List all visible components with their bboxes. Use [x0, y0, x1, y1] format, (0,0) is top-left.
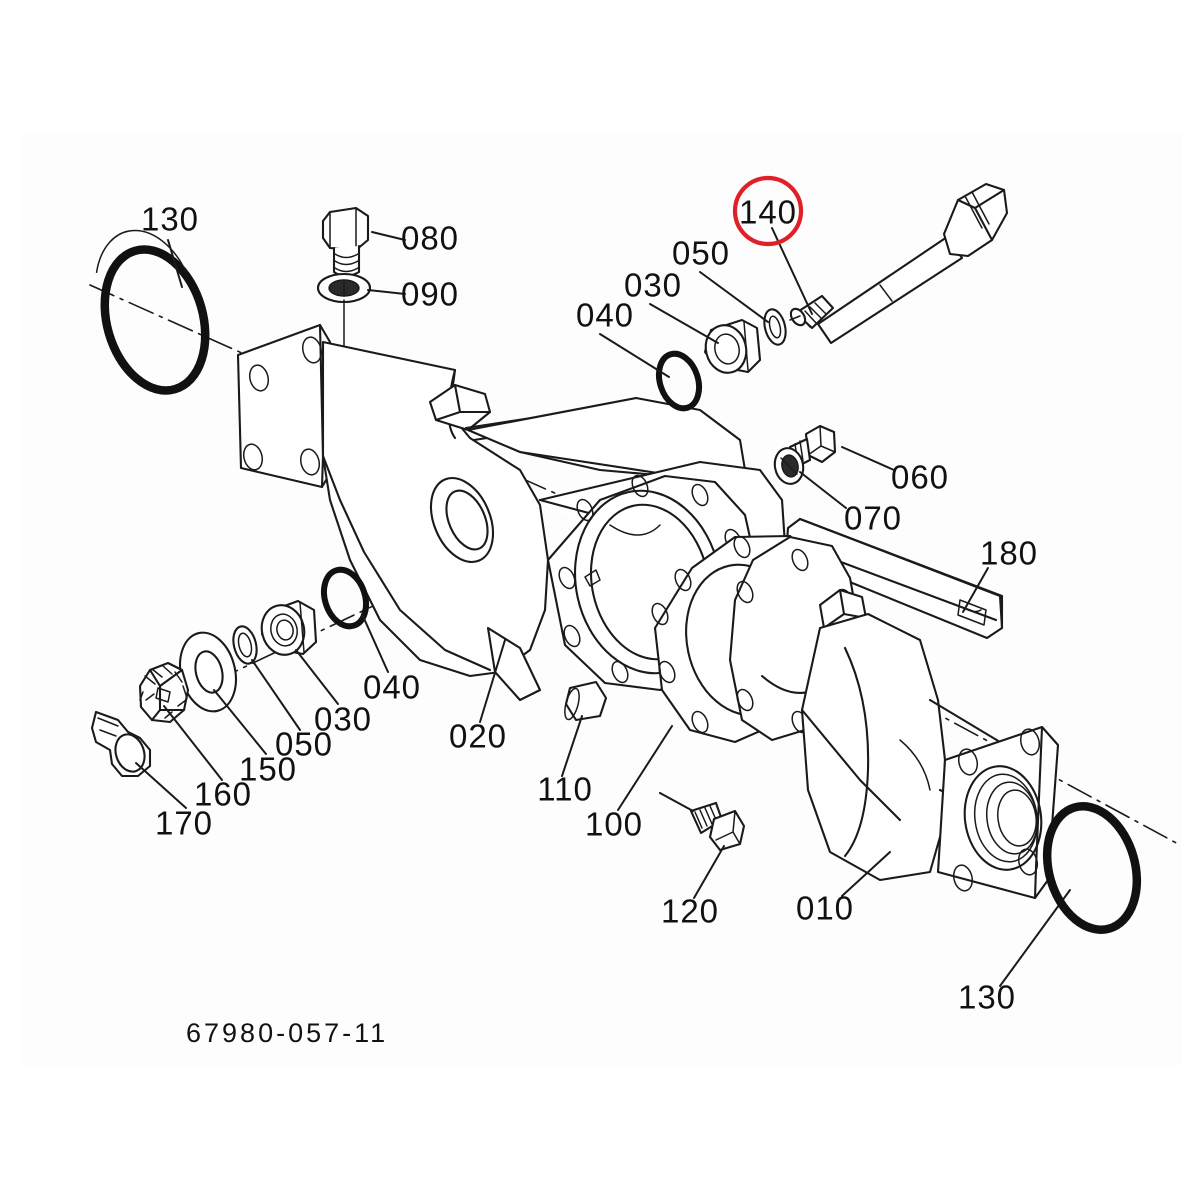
part-170-cotter-pin [90, 710, 152, 778]
callout-label-180-flat-bar-bracket: 180 [980, 535, 1038, 572]
callout-label-140-long-shaft: 140 [739, 194, 797, 231]
leader-lines [135, 227, 1071, 987]
callout-label-090-copper-washer: 090 [401, 276, 459, 313]
part-070-lock-washer [773, 447, 805, 485]
callout-label-150-flat-washer: 150 [239, 751, 297, 788]
part-080-plug-bolt [321, 206, 370, 278]
part-130-o-ring-left [95, 229, 210, 395]
callout-label-030-bearing-bushing-upper: 030 [624, 267, 682, 304]
callout-label-130-o-ring-right: 130 [958, 979, 1016, 1016]
callout-labels: 1300800900400300501400600701800400300501… [141, 194, 1038, 1016]
part-160-castle-nut [138, 661, 190, 724]
callout-label-070-lock-washer: 070 [844, 500, 902, 537]
callout-label-040-o-ring-small-lower: 040 [363, 669, 421, 706]
part-050-shim-ring-upper [763, 308, 787, 346]
part-120-hex-bolt [658, 791, 746, 852]
callout-label-040-o-ring-small-upper: 040 [576, 297, 634, 334]
callout-label-020-axle-housing-main: 020 [449, 718, 507, 755]
callout-label-170-cotter-pin: 170 [155, 805, 213, 842]
callout-label-050-shim-ring-upper: 050 [672, 235, 730, 272]
part-040-o-ring-small-lower [320, 566, 370, 630]
part-030-bearing-bushing-upper [703, 318, 762, 374]
callout-label-160-castle-nut: 160 [194, 776, 252, 813]
part-040-o-ring-small-upper [655, 350, 703, 412]
callout-label-100-gasket: 100 [585, 806, 643, 843]
part-140-long-shaft [789, 182, 1009, 345]
part-090-copper-washer [316, 272, 372, 304]
callout-label-110-dowel-pin: 110 [537, 771, 593, 808]
callout-label-080-plug-bolt: 080 [401, 220, 459, 257]
callout-label-120-hex-bolt: 120 [661, 893, 719, 930]
part-030-bearing-bushing-lower [260, 599, 318, 656]
part-130-o-ring-right [1042, 802, 1142, 934]
callout-label-030-bearing-bushing-lower: 030 [314, 701, 372, 738]
drawing-number: 67980-057-11 [186, 1018, 388, 1048]
part-110-dowel-pin [564, 680, 608, 722]
part-010-axle-case-right [728, 535, 1060, 900]
highlight-ring-140 [732, 175, 804, 247]
callout-label-060-hex-bolt-small: 060 [891, 459, 949, 496]
callout-label-050-shim-ring-lower: 050 [275, 726, 333, 763]
callout-label-010-axle-case-right: 010 [796, 890, 854, 927]
part-050-shim-ring-lower [232, 625, 258, 665]
callout-label-130-o-ring-left: 130 [141, 201, 199, 238]
